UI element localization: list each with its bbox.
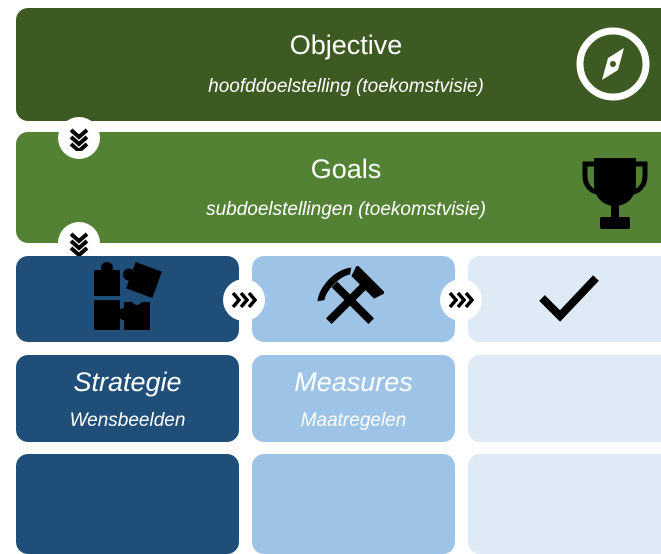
goals-title: Goals (310, 154, 382, 184)
strategy-title: Strategie (73, 367, 182, 397)
objective-bar: Objective hoofddoelstelling (toekomstvis… (16, 8, 661, 121)
measures-title: Measures (294, 367, 413, 397)
strategy-subtitle: Wensbeelden (69, 410, 186, 431)
strategy-icon-cell (16, 256, 239, 342)
strategy-content-cell (16, 454, 239, 554)
double-chevron-down-icon (58, 117, 100, 159)
triple-chevron-right-icon (223, 279, 265, 321)
goals-bar: Goals subdoelstellingen (toekomstvisie) (16, 132, 661, 243)
objective-subtitle: hoofddoelstelling (toekomstvisie) (208, 76, 484, 97)
objective-title: Objective (289, 30, 403, 60)
compass-icon (576, 27, 650, 101)
result-label-cell (468, 355, 661, 442)
result-icon-cell (468, 256, 661, 342)
measures-subtitle: Maatregelen (300, 410, 407, 431)
checkmark-icon (539, 275, 599, 322)
goals-subtitle: subdoelstellingen (toekomstvisie) (206, 199, 486, 220)
measures-label-cell: Measures Maatregelen (252, 355, 455, 442)
measures-icon-cell (252, 256, 455, 342)
hammer-pickaxe-icon (317, 266, 384, 325)
trophy-icon (582, 158, 648, 229)
triple-chevron-right-icon (440, 279, 482, 321)
result-content-cell (468, 454, 661, 554)
measures-content-cell (252, 454, 455, 554)
puzzle-icon (94, 262, 162, 330)
strategy-label-cell: Strategie Wensbeelden (16, 355, 239, 442)
